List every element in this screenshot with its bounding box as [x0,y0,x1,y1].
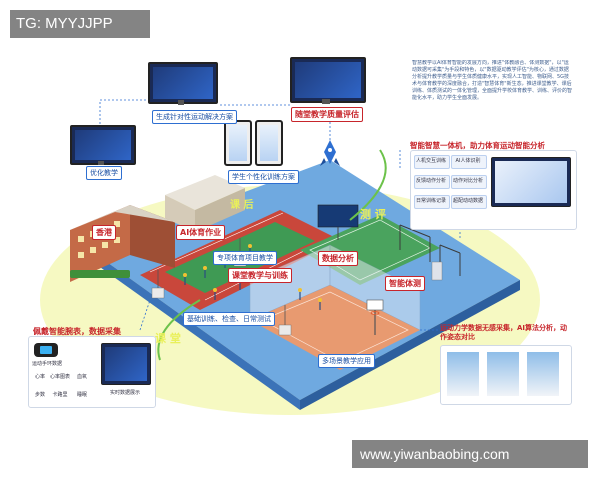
bottom-right-panel-title: 运动力学数据无感采集，AI算法分析，动作姿态对比 [440,324,568,341]
label-basic-practice: 基础训练、检查、日常测试 [183,312,275,326]
athlete-photo [527,352,559,396]
monitor-icon [290,57,366,103]
feature-item: 人机交互训练 [415,158,446,164]
phone-icon [224,120,252,166]
metric-item: 步数 [34,392,45,398]
label-after-class: 课 后 [230,200,254,211]
indoor-court-lines [261,291,409,363]
label-ai-homework: AI体育作业 [176,225,226,240]
monitor-icon [491,157,571,207]
right-panel-title: 智能智慧一体机，助力体育运动智能分析 [410,141,545,150]
feature-item: AI人体识别 [455,158,481,164]
bottom-right-panel [440,345,572,405]
label-school: 香港 [92,225,116,240]
label-classroom-side: 课 堂 [155,332,181,345]
athlete-photo [447,352,479,396]
feature-item: 反馈动作分析 [415,178,446,184]
label-smart-exam: 智能体测 [385,276,425,291]
scoreboard [317,204,359,228]
wristband-label: 运动手环数据 [31,361,62,367]
tablet-label: 实时数据展示 [109,390,140,396]
tablet-icon [101,343,151,385]
metric-item: 心率 [34,374,45,380]
left-panel: 运动手环数据 心率 心率图表 血氧 步数 卡路里 睡眠 实时数据展示 [28,336,156,408]
metric-item: 血氧 [76,374,87,380]
label-solution: 生成针对性运动解决方案 [152,110,237,124]
right-panel-description: 智慧教学以AI体育智能的发展方向，推进"体教融合、体测数据"，以"运动数据可采集… [412,60,572,101]
metric-item: 睡眠 [76,392,87,398]
athlete-photo [487,352,519,396]
label-assessment: 测 评 [360,208,386,221]
monitor-icon [148,62,218,104]
phone-icon [255,120,283,166]
platform-side-right [300,280,520,410]
feature-item: 动作对比分析 [452,178,483,184]
indoor-court [250,285,420,370]
platform-side [90,250,300,410]
label-classroom-eval: 随堂教学质量评估 [291,107,363,122]
rocket-icon [320,140,340,166]
watermark-bottom: www.yiwanbaobing.com [352,440,588,468]
label-classroom-training: 课堂教学与训练 [228,268,292,283]
left-panel-title: 佩戴智能腕表，数据采集 [33,327,121,336]
label-personal-training: 学生个性化训练方案 [228,170,299,184]
watermark-top: TG: MYYJJPP [10,10,150,38]
school-building-roof [70,205,175,230]
label-multi-scene: 多场景教学应用 [318,354,375,368]
metric-item: 卡路里 [52,392,68,398]
label-optimize-teaching: 优化教学 [86,166,122,180]
right-panel: 人机交互训练 AI人体识别 反馈动作分析 动作对比分析 日常训练记录 超配动动数… [410,150,577,230]
feature-item: 超配动动数据 [452,198,483,204]
classroom-room [165,175,245,210]
metric-item: 心率图表 [49,374,70,380]
label-dedicated-teaching: 专项体育项目教学 [213,251,277,265]
monitor-icon [70,125,136,165]
school-building-side [130,205,175,268]
label-data-analysis: 数据分析 [318,251,358,266]
feature-item: 日常训练记录 [415,198,446,204]
